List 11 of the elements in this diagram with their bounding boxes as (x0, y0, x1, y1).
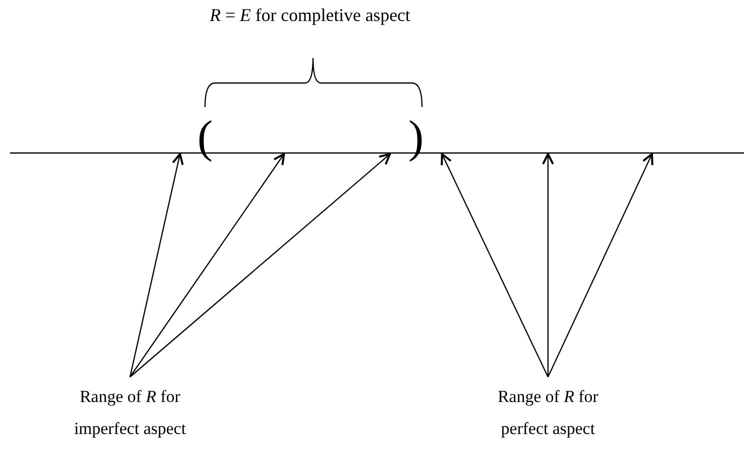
arrow (129, 153, 184, 378)
arrow (542, 153, 554, 377)
close-parenthesis: ) (408, 112, 424, 163)
arrow (130, 153, 391, 378)
arrow (547, 153, 654, 378)
open-parenthesis: ( (197, 112, 213, 163)
arrow (130, 153, 285, 378)
arrow (440, 153, 549, 378)
range-label: Range of R for perfect aspect (496, 386, 600, 440)
bracket-label: R = E for completive aspect (210, 6, 410, 26)
range-label: Range of R for imperfect aspect (73, 386, 187, 440)
